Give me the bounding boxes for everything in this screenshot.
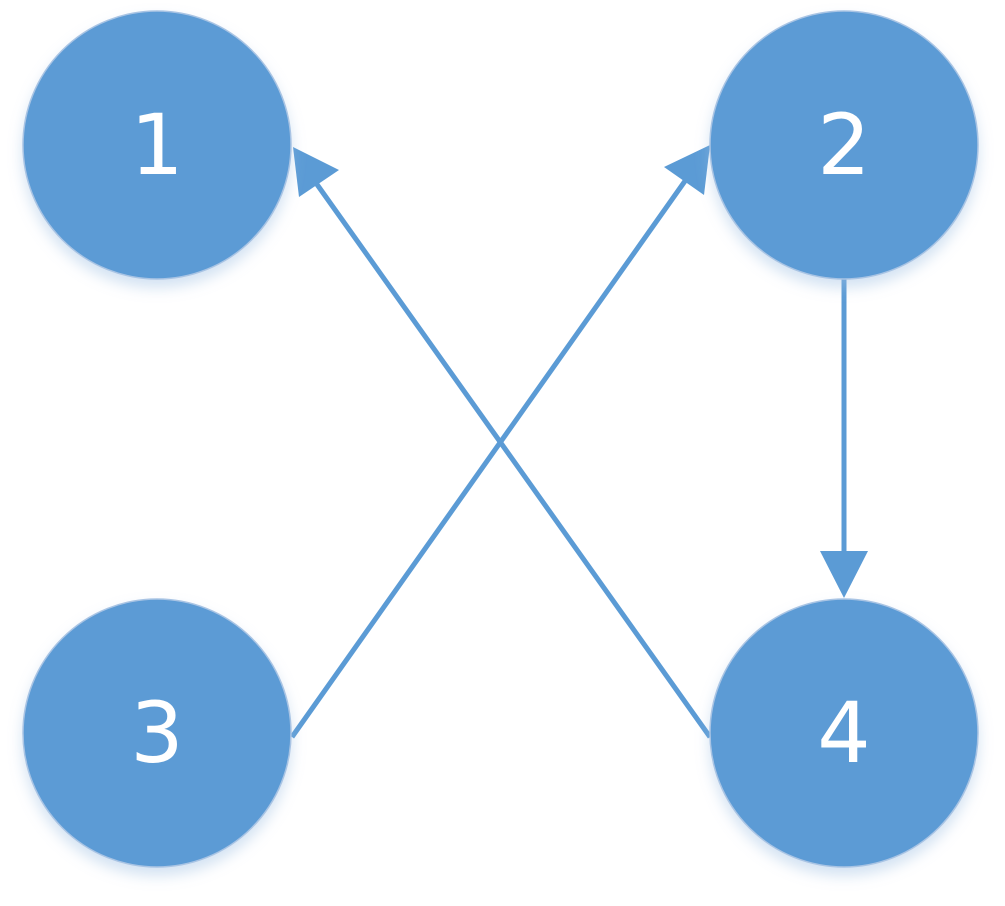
edge-4-to-1-line: [313, 181, 713, 739]
edge-2-to-4: [820, 279, 868, 598]
node-2: 2: [709, 10, 979, 280]
edge-4-to-1: [293, 147, 713, 739]
node-3-circle: [22, 598, 292, 868]
node-1-circle: [22, 10, 292, 280]
node-2-label: 2: [817, 96, 870, 194]
edge-3-to-2-line: [289, 179, 688, 739]
node-4-circle: [709, 598, 979, 868]
edge-4-to-1-arrowhead: [293, 147, 339, 197]
edge-3-to-2: [289, 145, 710, 739]
node-3: 3: [22, 598, 292, 868]
edge-3-to-2-arrowhead: [664, 145, 710, 195]
node-2-circle: [709, 10, 979, 280]
node-1-label: 1: [130, 96, 183, 194]
node-4-label: 4: [817, 684, 870, 782]
node-3-label: 3: [130, 684, 183, 782]
edge-2-to-4-arrowhead: [820, 551, 868, 598]
node-4: 4: [709, 598, 979, 868]
node-1: 1: [22, 10, 292, 280]
